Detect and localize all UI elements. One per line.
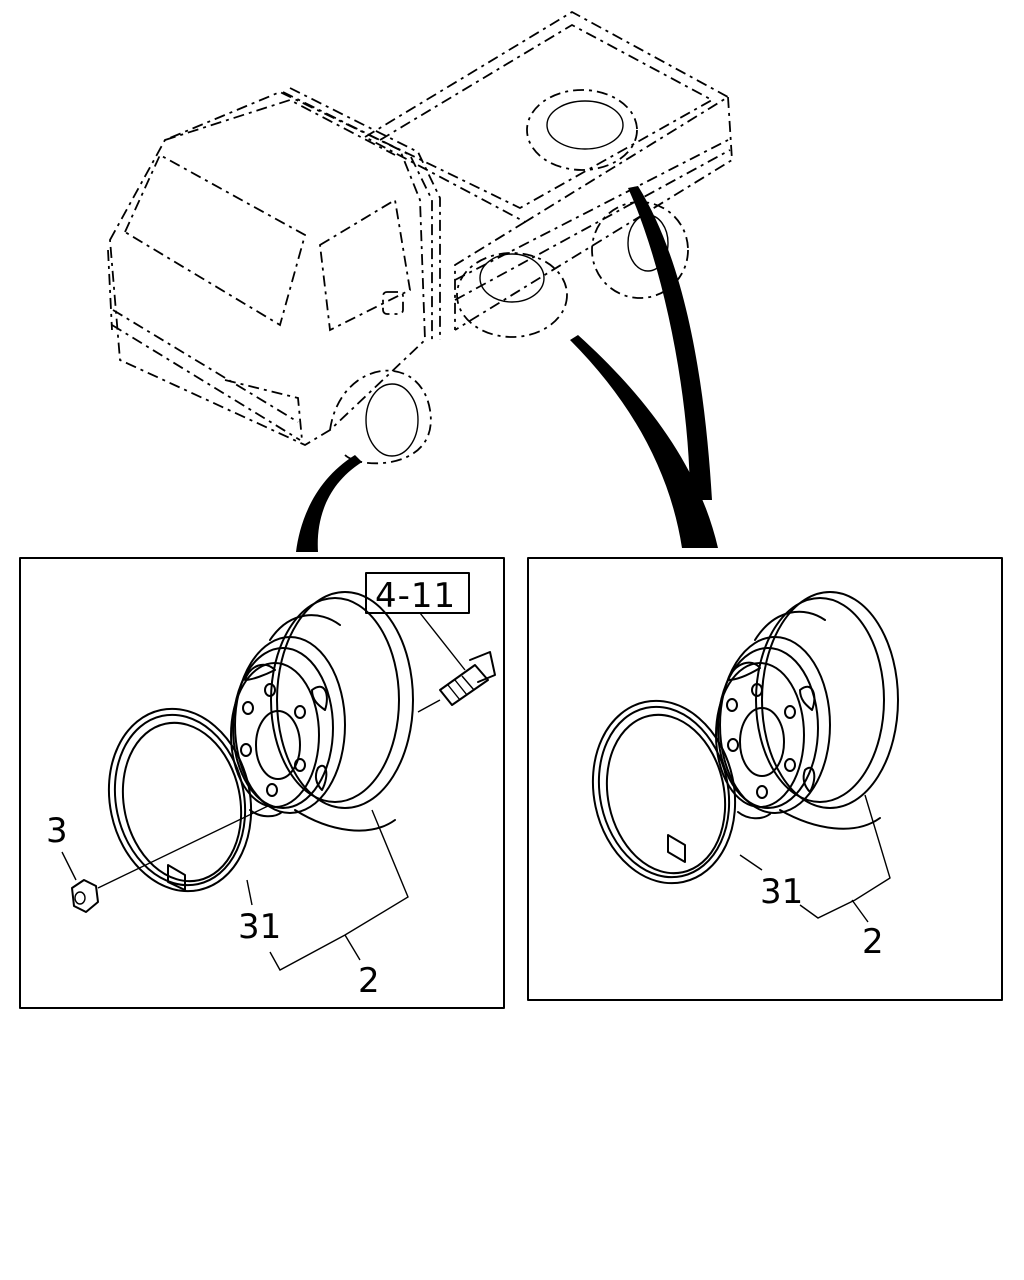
front-wheel-ring (107, 707, 253, 893)
rear-wheel-leader (570, 335, 718, 548)
stud-bolt (417, 651, 496, 713)
leader-arrows (296, 186, 718, 552)
front-wheel-disc (230, 591, 414, 832)
truck-illustration (107, 10, 733, 465)
reference-box[interactable] (365, 572, 470, 614)
callout-wheel: 2 (358, 961, 380, 1001)
front-panel-frame (19, 557, 505, 1009)
rear-wheel-ring (591, 699, 737, 885)
rear-panel-frame (527, 557, 1003, 1001)
callout-rear-ring: 31 (760, 872, 803, 912)
front-wheel-panel: 4-11 (19, 557, 505, 1009)
rear-wheel-panel: 31 2 (527, 557, 1003, 1001)
reference-label[interactable]: 4-11 (375, 576, 456, 616)
rear-wheel-leader-2 (628, 186, 712, 500)
front-wheel-leader (296, 455, 362, 552)
callout-ring: 31 (238, 907, 281, 947)
callout-rear-wheel: 2 (862, 922, 884, 962)
callout-nut: 3 (46, 811, 68, 851)
rear-wheel-disc (715, 591, 899, 830)
front-wheel-nut (71, 804, 271, 913)
